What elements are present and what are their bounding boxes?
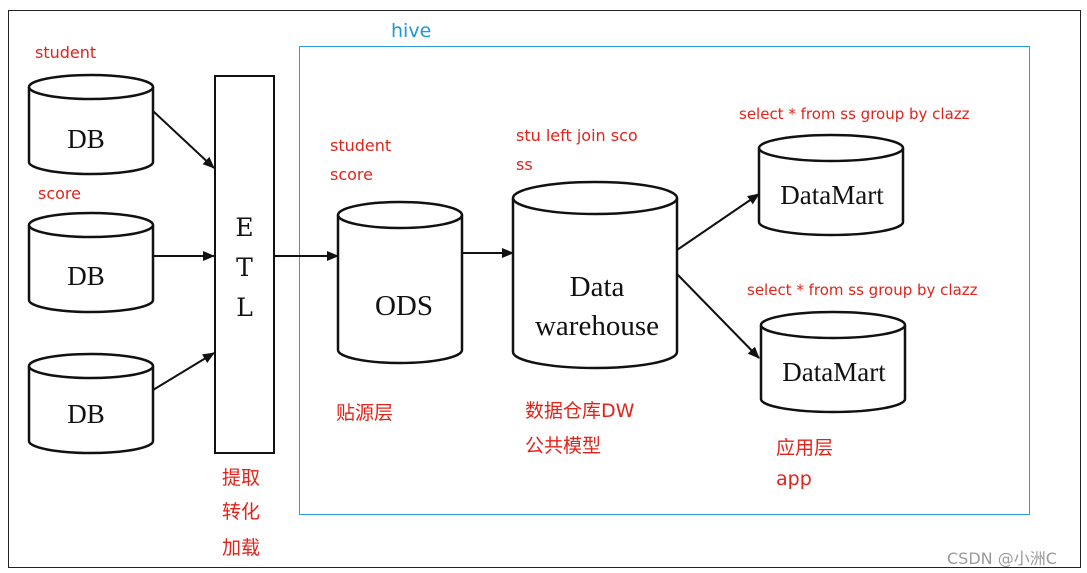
dw-caption-line1: 数据仓库DW [525,400,635,422]
source-db-3: DB [27,352,155,455]
source-db-2-label: DB [67,261,105,291]
datamart-1-cylinder: DataMart [757,133,905,237]
etl-process-box [214,75,275,454]
datamart-2-query: select * from ss group by clazz [747,281,978,299]
etl-letter-t: T [236,253,253,282]
source-db-3-label: DB [67,399,105,429]
source-label-student: student [35,43,97,62]
etl-letter-e: E [235,213,254,242]
arrow-db1-to-etl [152,110,215,169]
app-layer-caption-app: app [776,468,812,490]
ods-table-score: score [330,165,373,184]
datamart-2-label: DataMart [782,357,886,387]
hive-boundary [299,46,1030,515]
datamart-2-cylinder: DataMart [759,310,907,414]
ods-caption: 贴源层 [336,402,394,424]
source-db-1: DB [27,73,155,176]
etl-caption-load: 加载 [222,537,261,559]
datamart-1-query: select * from ss group by clazz [739,105,970,123]
etl-caption-extract: 提取 [222,467,261,489]
hive-label: hive [391,20,432,42]
datamart-1-label: DataMart [780,180,884,210]
dw-label-line2: warehouse [535,310,659,342]
csdn-watermark: CSDN @小洲C [947,549,1057,568]
data-warehouse-cylinder: Data warehouse [511,180,679,370]
ods-table-student: student [330,136,392,155]
etl-letter-l: L [236,293,253,322]
ods-label: ODS [375,290,433,322]
dw-query-line1: stu left join sco [516,126,638,145]
dw-caption-line2: 公共模型 [525,435,602,457]
source-db-2: DB [27,211,155,314]
source-db-1-label: DB [67,124,105,154]
outer-frame [8,10,1081,568]
etl-caption-transform: 转化 [222,501,261,523]
arrow-db3-to-etl [152,352,215,391]
source-label-score: score [38,184,81,203]
arrow-dw-to-datamart-1 [676,193,760,251]
app-layer-caption-cn: 应用层 [776,437,834,459]
arrow-dw-to-datamart-2 [676,273,760,359]
dw-label-line1: Data [570,271,625,303]
dw-query-line2: ss [516,155,533,174]
ods-cylinder: ODS [336,200,464,365]
